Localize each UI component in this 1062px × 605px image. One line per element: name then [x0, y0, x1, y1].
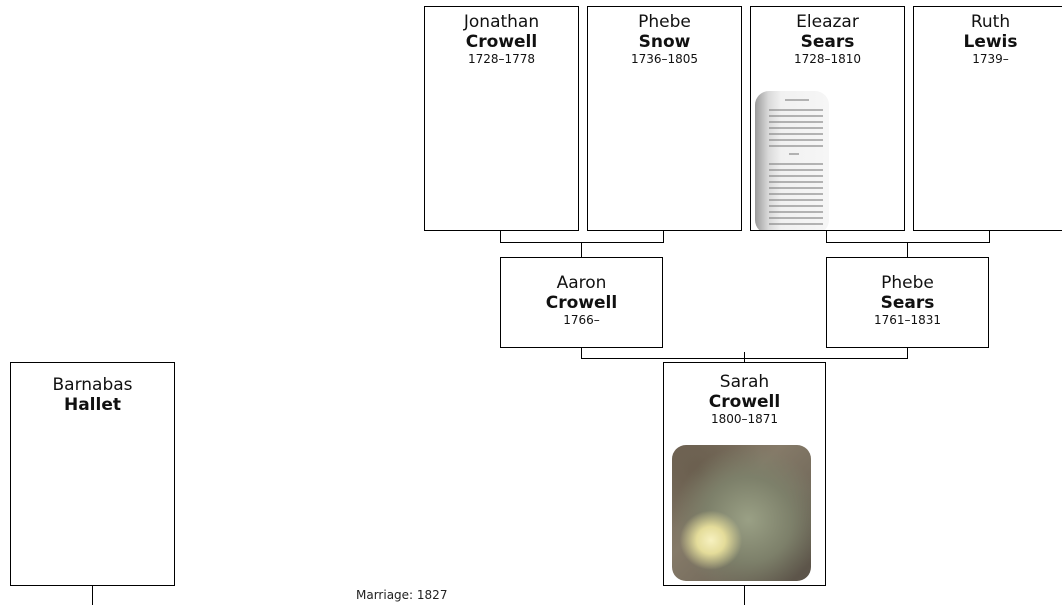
person-card-ruth-lewis[interactable]: Ruth Lewis 1739– — [913, 6, 1062, 231]
surname: Lewis — [963, 32, 1018, 52]
person-card-sarah-crowell[interactable]: Sarah Crowell 1800–1871 — [663, 362, 826, 586]
connector-line — [989, 231, 990, 243]
life-dates: 1800–1871 — [710, 412, 779, 426]
life-dates: 1728–1778 — [467, 52, 536, 66]
person-card-phebe-sears[interactable]: Phebe Sears 1761–1831 — [826, 257, 989, 348]
connector-line — [826, 231, 827, 243]
life-dates: 1736–1805 — [630, 52, 699, 66]
connector-line — [907, 347, 908, 359]
surname: Sears — [800, 32, 855, 52]
connector-line — [907, 242, 908, 257]
given-name: Aaron — [556, 273, 607, 293]
document-photo-thumbnail[interactable] — [755, 91, 829, 230]
surname: Sears — [880, 293, 935, 313]
life-dates: 1728–1810 — [793, 52, 862, 66]
given-name: Eleazar — [796, 12, 859, 32]
surname: Crowell — [465, 32, 538, 52]
surname: Hallet — [63, 395, 121, 415]
connector-line — [663, 231, 664, 243]
person-card-eleazar-sears[interactable]: Eleazar Sears 1728–1810 — [750, 6, 905, 231]
marriage-label: Marriage: 1827 — [356, 588, 448, 602]
connector-line — [581, 242, 582, 257]
surname: Crowell — [545, 293, 618, 313]
person-card-jonathan-crowell[interactable]: Jonathan Crowell 1728–1778 — [424, 6, 579, 231]
connector-line — [92, 585, 93, 605]
given-name: Phebe — [881, 273, 934, 293]
connector-line — [744, 352, 745, 362]
gravestone-photo-thumbnail[interactable] — [672, 445, 811, 581]
connector-line — [581, 347, 582, 359]
person-card-phebe-snow[interactable]: Phebe Snow 1736–1805 — [587, 6, 742, 231]
connector-line — [826, 242, 990, 243]
connector-line — [500, 231, 501, 243]
surname: Snow — [638, 32, 691, 52]
person-card-barnabas-hallet[interactable]: Barnabas Hallet — [10, 362, 175, 586]
given-name: Sarah — [719, 372, 770, 392]
given-name: Phebe — [638, 12, 691, 32]
given-name: Ruth — [970, 12, 1011, 32]
life-dates: 1761–1831 — [873, 313, 942, 327]
connector-line — [744, 585, 745, 605]
person-card-aaron-crowell[interactable]: Aaron Crowell 1766– — [500, 257, 663, 348]
connector-line — [500, 242, 664, 243]
given-name: Jonathan — [463, 12, 540, 32]
life-dates: 1766– — [563, 313, 600, 327]
surname: Crowell — [708, 392, 781, 412]
life-dates: 1739– — [972, 52, 1009, 66]
given-name: Barnabas — [52, 375, 133, 395]
